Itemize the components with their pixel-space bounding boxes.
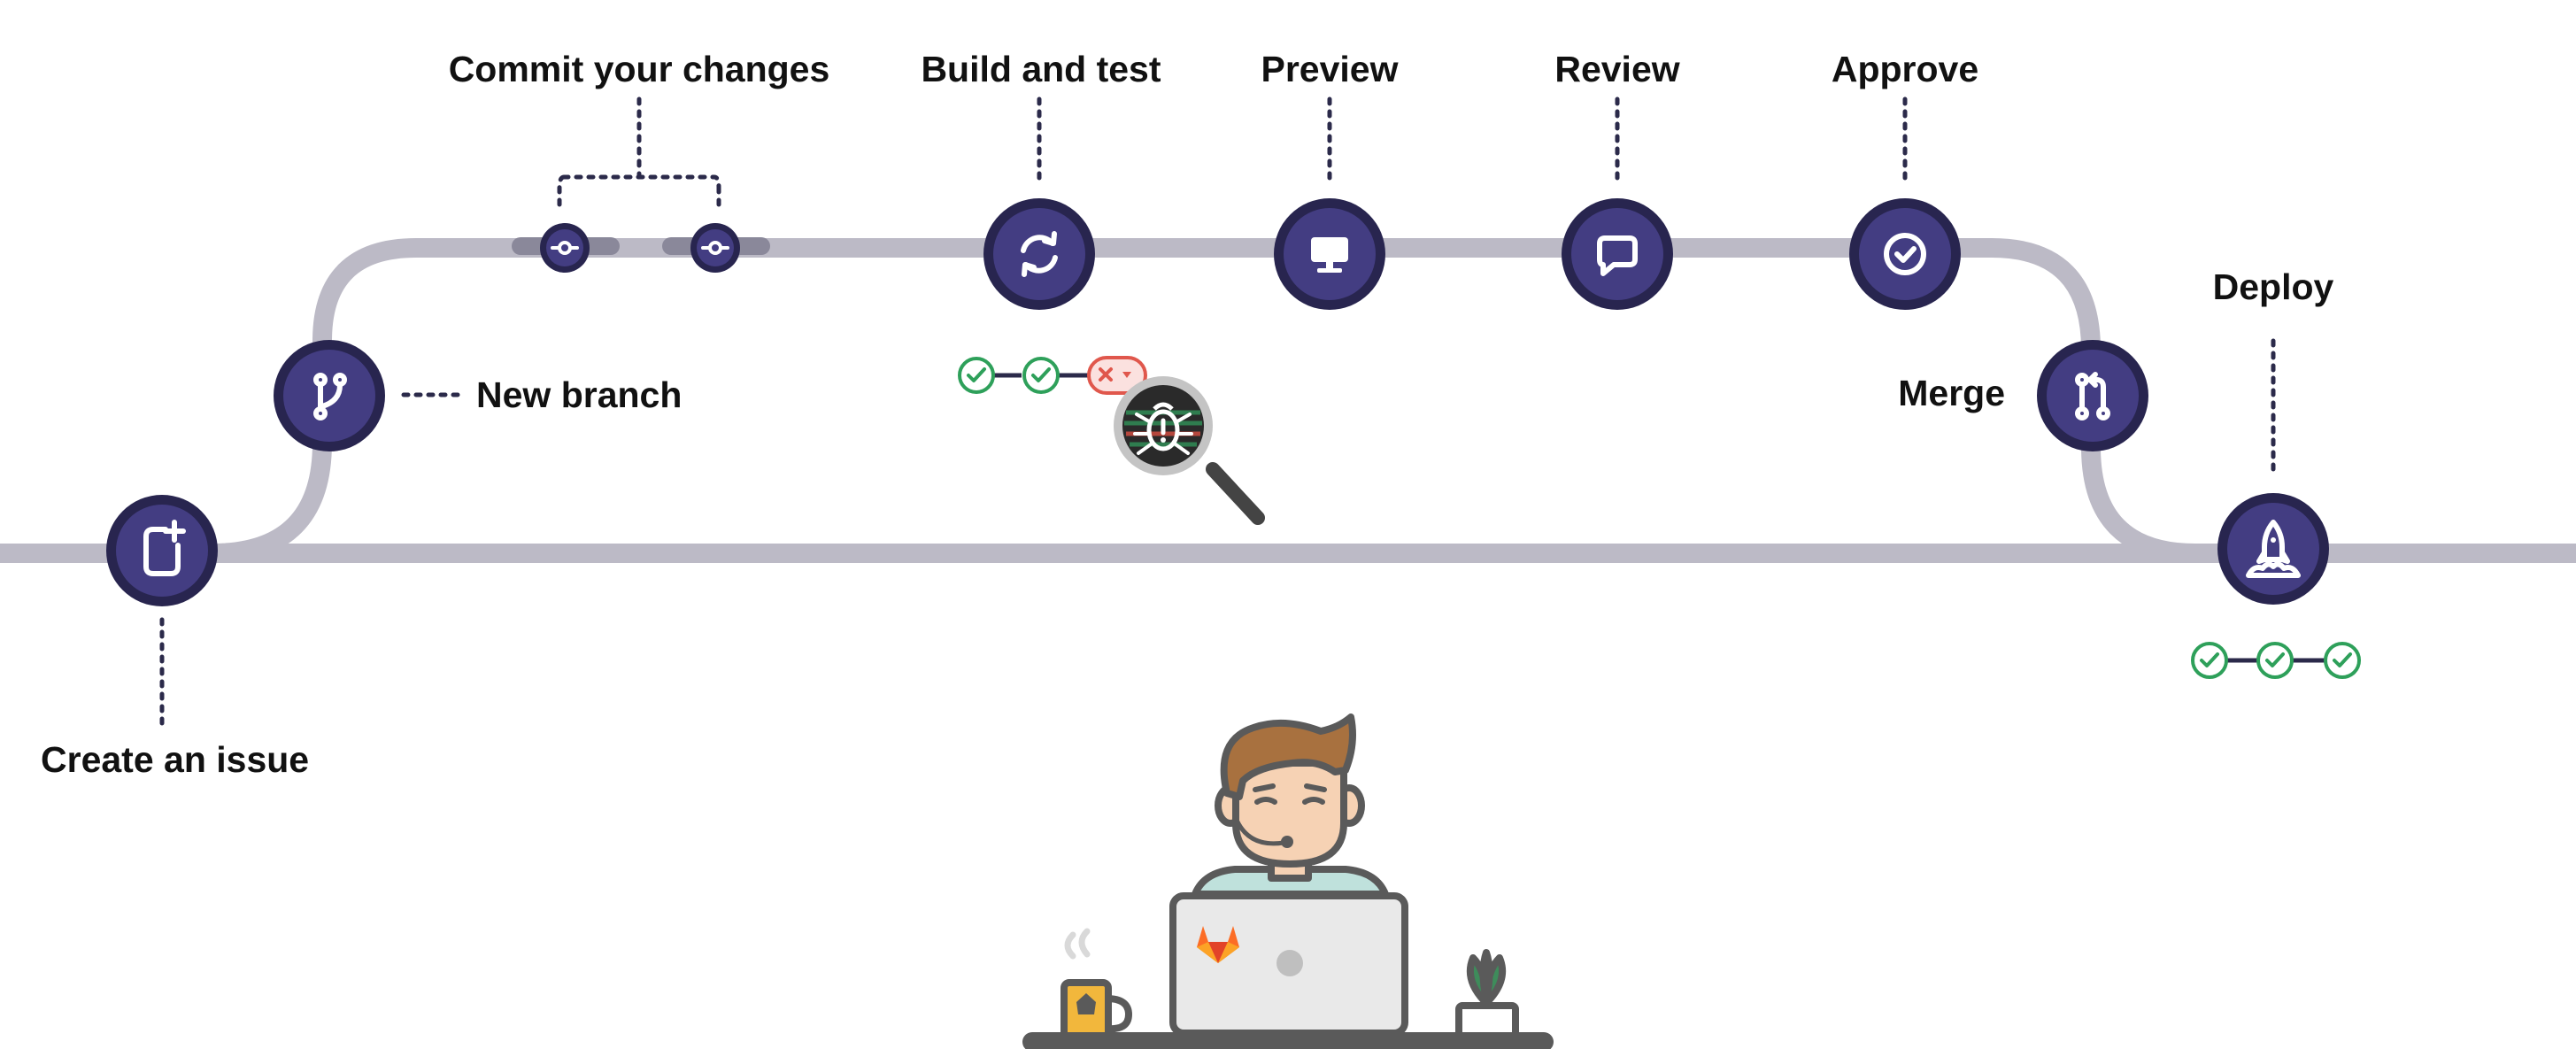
potted-plant [1455, 949, 1519, 1041]
review-node [1562, 198, 1673, 310]
label-approve: Approve [1832, 49, 1978, 89]
feature-track [203, 238, 2285, 563]
rocket-icon [2246, 520, 2301, 578]
label-create-issue: Create an issue [41, 739, 309, 780]
label-merge: Merge [1898, 373, 2005, 413]
label-review: Review [1554, 49, 1679, 89]
commit-icon [551, 241, 579, 255]
commit-connector [557, 96, 721, 215]
pipeline-failed [1087, 356, 1147, 395]
commit-node-2 [690, 223, 740, 273]
pipeline-passed [958, 357, 995, 394]
pipeline-passed [2256, 642, 2294, 679]
approve-node [1849, 198, 1961, 310]
build-test-pipeline [958, 356, 1147, 395]
deploy-node [2217, 493, 2329, 605]
commit-node-1 [540, 223, 590, 273]
label-deploy: Deploy [2213, 266, 2334, 307]
new-issue-icon [143, 520, 186, 576]
label-preview: Preview [1261, 49, 1399, 89]
label-build-test: Build and test [921, 49, 1161, 89]
build-test-node [983, 198, 1095, 310]
monitor-icon [1311, 237, 1348, 273]
new-branch-node [274, 340, 385, 451]
commit-icon [701, 241, 729, 255]
comment-icon [1597, 235, 1638, 276]
developer-illustration [1022, 713, 1554, 1049]
sync-icon [1021, 231, 1058, 277]
bug-magnifier-icon [1114, 376, 1265, 525]
branch-icon [313, 373, 347, 420]
merge-request-icon [2075, 372, 2110, 420]
check-circle-icon [1884, 233, 1926, 275]
pipeline-passed [2324, 642, 2361, 679]
gitlab-logo [1197, 926, 1239, 963]
pipeline-passed [2191, 642, 2228, 679]
deploy-pipeline [2191, 642, 2361, 679]
label-commit: Commit your changes [449, 49, 830, 89]
pipeline-passed [1022, 357, 1060, 394]
coffee-mug [1060, 928, 1132, 1041]
preview-node [1274, 198, 1385, 310]
label-new-branch: New branch [476, 374, 682, 415]
merge-node [2037, 340, 2148, 451]
desk [1022, 1032, 1554, 1049]
create-issue-node [106, 495, 218, 606]
